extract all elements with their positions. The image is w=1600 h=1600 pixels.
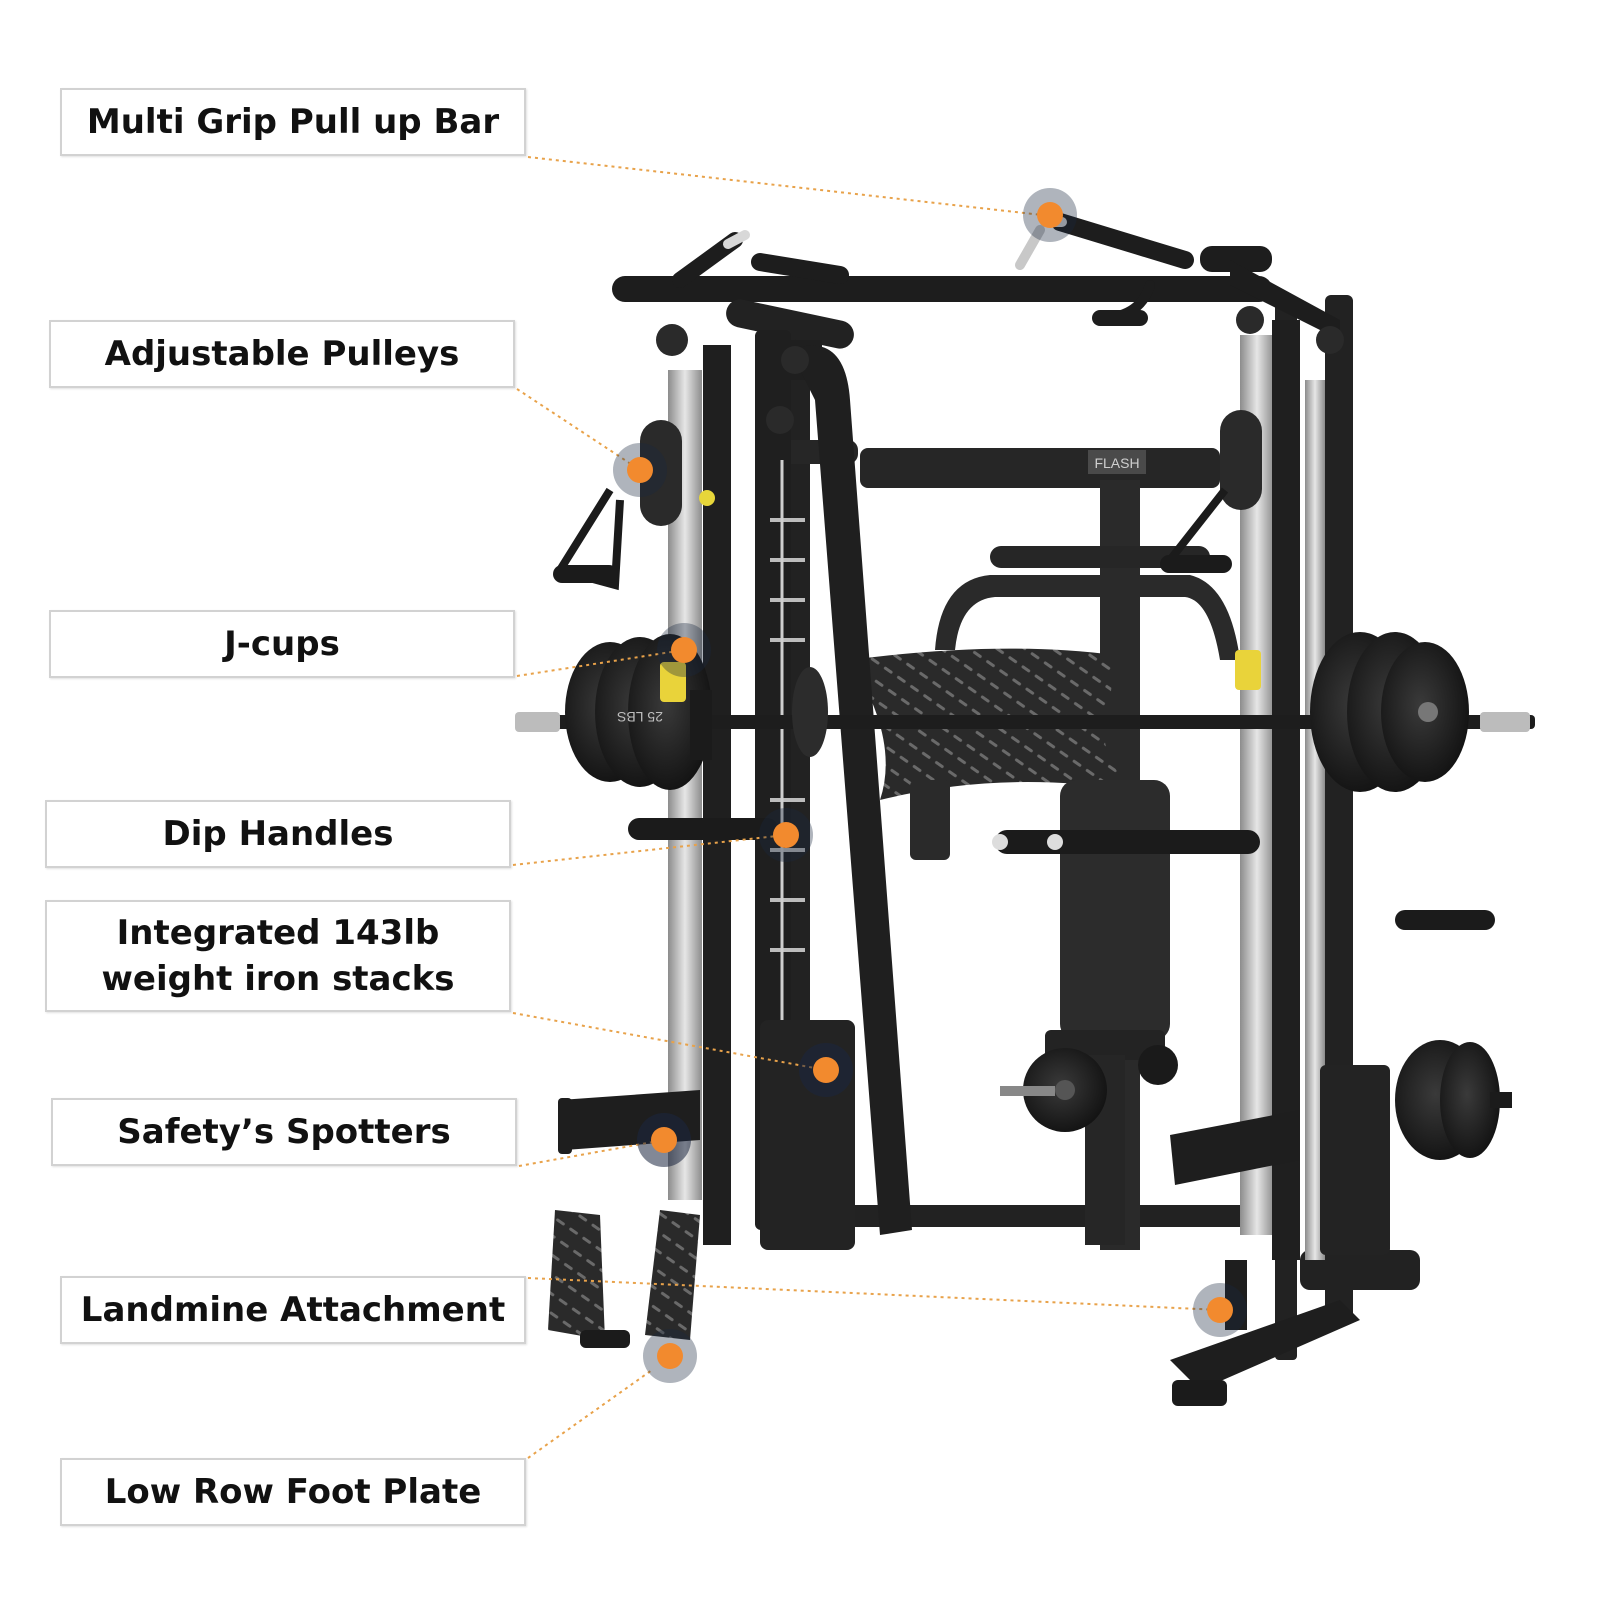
leader-j-cups: [516, 649, 685, 677]
leader-landmine: [527, 1277, 1221, 1311]
marker-spotters[interactable]: [637, 1113, 691, 1167]
pull-up-bar: [672, 213, 1194, 326]
leader-pull-up-bar: [527, 156, 1043, 216]
callout-landmine-attachment: Landmine Attachment: [60, 1276, 526, 1344]
marker-dip-handles[interactable]: [759, 808, 813, 862]
left-tower: [548, 324, 912, 1348]
callout-j-cups: J-cups: [49, 610, 515, 678]
callout-dip-handles: Dip Handles: [45, 800, 511, 868]
callout-iron-stacks: Integrated 143lb weight iron stacks: [45, 900, 511, 1012]
barbell: 25 LBS: [515, 632, 1535, 792]
marker-pull-up-bar[interactable]: [1023, 188, 1077, 242]
right-tower: [992, 306, 1512, 1406]
callout-pull-up-bar: Multi Grip Pull up Bar: [60, 88, 526, 156]
callout-adjustable-pulleys: Adjustable Pulleys: [49, 320, 515, 388]
marker-foot-plate[interactable]: [643, 1329, 697, 1383]
leader-lines: [512, 156, 1221, 1459]
leader-foot-plate: [527, 1369, 653, 1459]
callout-j-cups-text: J-cups: [224, 624, 340, 664]
callout-landmine-attachment-text: Landmine Attachment: [80, 1290, 506, 1330]
callout-safety-spotters-text: Safety’s Spotters: [117, 1112, 451, 1152]
plate-weight-label: 25 LBS: [617, 709, 663, 725]
callout-low-row-foot-plate: Low Row Foot Plate: [60, 1458, 526, 1526]
callout-dip-handles-text: Dip Handles: [162, 814, 394, 854]
callout-pull-up-bar-text: Multi Grip Pull up Bar: [86, 102, 500, 142]
top-frame: [612, 246, 1340, 349]
marker-pulleys[interactable]: [613, 443, 667, 497]
callout-low-row-foot-plate-text: Low Row Foot Plate: [104, 1472, 482, 1512]
marker-landmine[interactable]: [1193, 1283, 1247, 1337]
callout-iron-stacks-line1: Integrated 143lb: [116, 913, 440, 953]
brand-plate: FLASH: [1094, 455, 1139, 471]
callout-iron-stacks-line2: weight iron stacks: [101, 959, 455, 999]
hotspot-markers: [613, 188, 1247, 1383]
marker-iron-stacks[interactable]: [799, 1043, 853, 1097]
marker-j-cups[interactable]: [657, 623, 711, 677]
callout-adjustable-pulleys-text: Adjustable Pulleys: [104, 334, 460, 374]
callout-safety-spotters: Safety’s Spotters: [51, 1098, 517, 1166]
